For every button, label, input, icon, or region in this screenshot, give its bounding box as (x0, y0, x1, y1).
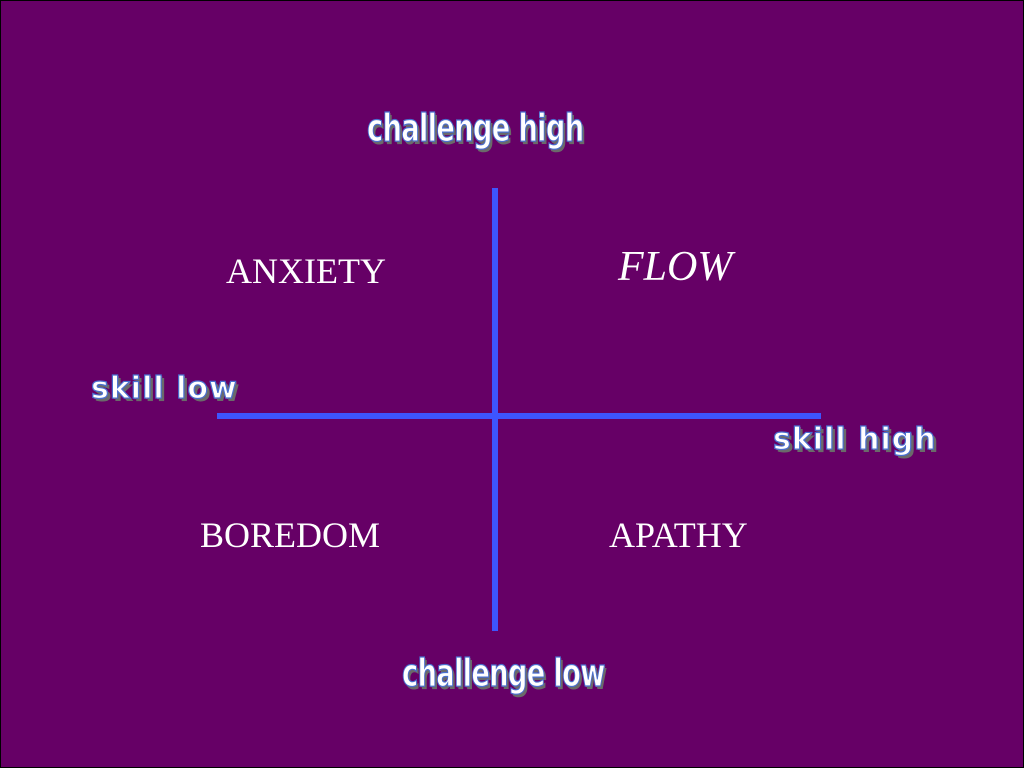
vertical-axis-line (492, 188, 498, 631)
quadrant-label-flow: FLOW (618, 244, 733, 290)
axis-label-challenge-low: challenge low (402, 651, 606, 695)
quadrant-label-boredom: BOREDOM (200, 515, 381, 555)
quadrant-label-apathy: APATHY (609, 515, 748, 555)
horizontal-axis-line (217, 413, 821, 419)
axis-label-skill-high: skill high (772, 422, 937, 457)
axis-label-challenge-high: challenge high (367, 106, 585, 150)
axis-label-skill-low: skill low (90, 371, 238, 406)
quadrant-label-anxiety: ANXIETY (226, 251, 386, 291)
